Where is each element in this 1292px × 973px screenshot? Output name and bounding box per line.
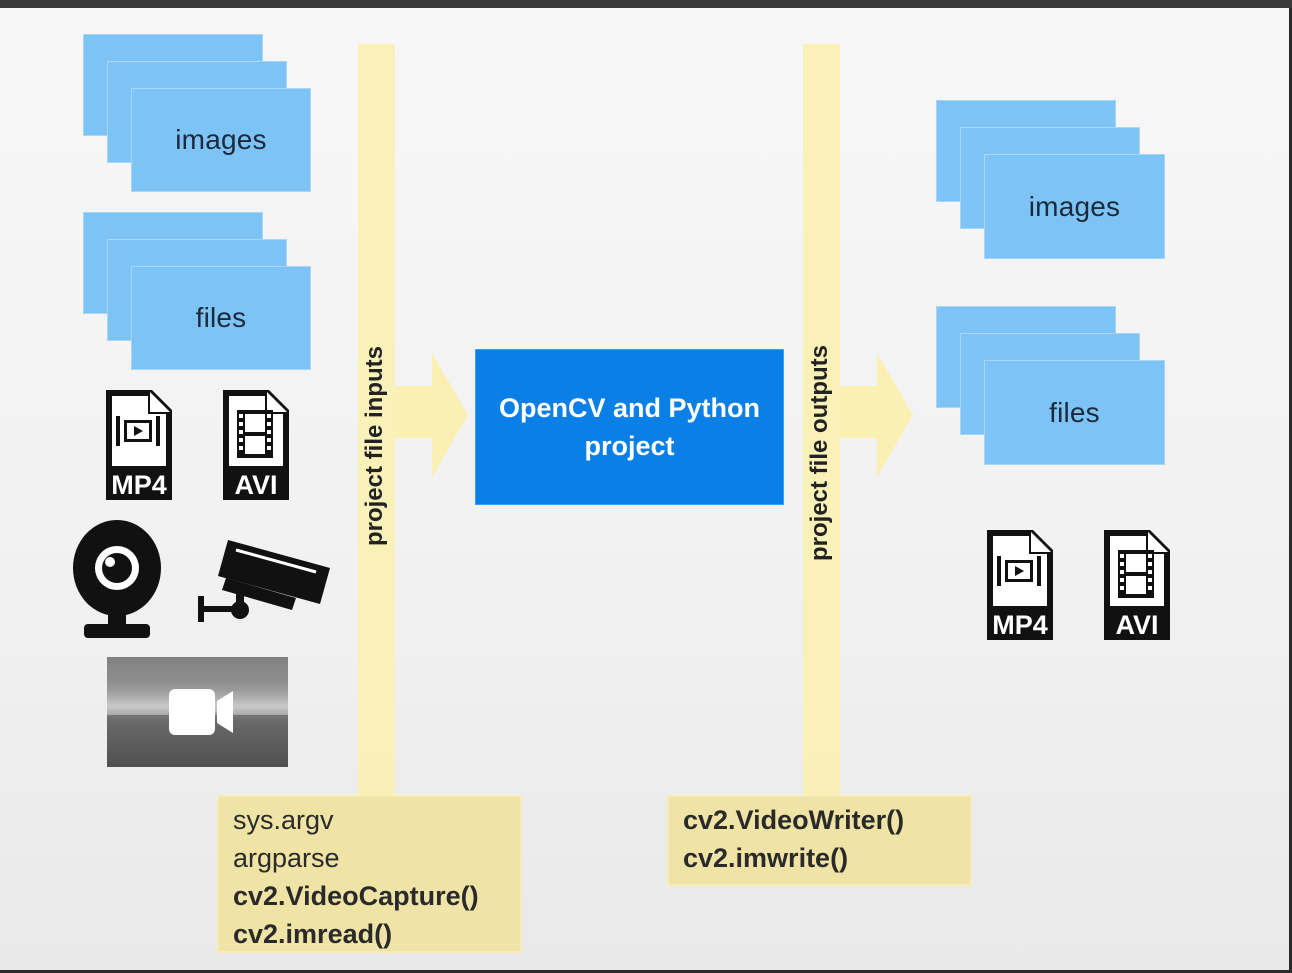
output-arrow-shaft xyxy=(840,386,883,438)
input-arrow-head xyxy=(432,353,468,477)
output-arrow-head xyxy=(877,353,913,477)
avi-file-icon: AVI xyxy=(1104,530,1170,640)
input-code-line: sys.argv xyxy=(233,805,334,835)
top-window-strip xyxy=(0,0,1292,8)
input-code-box: sys.argv argparse cv2.VideoCapture() cv2… xyxy=(217,795,522,953)
mp4-label: MP4 xyxy=(111,470,167,500)
diagram-slide: images files MP4 AVI xyxy=(0,8,1289,970)
input-code-line: cv2.VideoCapture() xyxy=(233,881,479,911)
output-images-label: images xyxy=(984,154,1165,259)
video-thumbnail xyxy=(107,657,288,767)
input-code-line: cv2.imread() xyxy=(233,919,393,949)
output-code-line: cv2.imwrite() xyxy=(683,843,849,873)
input-bar xyxy=(358,44,395,799)
webcam-icon xyxy=(73,520,161,638)
video-camera-icon xyxy=(107,657,288,767)
input-images-label: images xyxy=(131,88,311,192)
cctv-camera-icon xyxy=(198,540,330,622)
output-code-line: cv2.VideoWriter() xyxy=(683,805,905,835)
avi-label: AVI xyxy=(234,470,277,500)
output-bar-label: project file outputs xyxy=(806,345,833,561)
input-bar-label: project file inputs xyxy=(361,346,388,547)
mp4-file-icon: MP4 xyxy=(987,530,1053,640)
avi-file-icon: AVI xyxy=(223,390,289,500)
input-files-label: files xyxy=(131,266,311,370)
mp4-file-icon: MP4 xyxy=(106,390,172,500)
output-code-box: cv2.VideoWriter() cv2.imwrite() xyxy=(667,795,972,886)
output-files-label: files xyxy=(984,360,1165,465)
avi-label: AVI xyxy=(1115,610,1158,640)
center-project-box: OpenCV and Python project xyxy=(475,349,784,505)
input-code-line: argparse xyxy=(233,843,340,873)
mp4-label: MP4 xyxy=(992,610,1048,640)
input-arrow-shaft xyxy=(395,386,438,438)
center-line-2: project xyxy=(584,431,675,461)
center-line-1: OpenCV and Python xyxy=(498,393,760,423)
output-bar xyxy=(803,44,840,799)
